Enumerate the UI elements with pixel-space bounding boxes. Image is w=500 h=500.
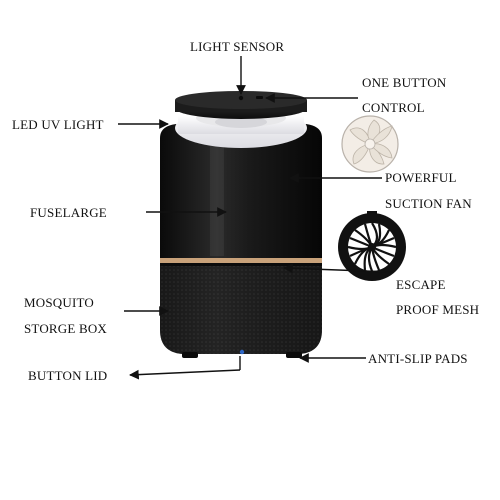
anti-slip-pad-right (286, 352, 302, 358)
label-button-lid: BUTTON LID (28, 368, 108, 383)
label-escape-line1: ESCAPE (396, 277, 446, 292)
suction-fan-icon (341, 115, 399, 173)
label-light-sensor: LIGHT SENSOR (190, 39, 285, 54)
accent-ring (160, 258, 322, 263)
lamp-body (160, 124, 322, 358)
callout-arrows (118, 56, 393, 380)
label-powerful-line1: POWERFUL (385, 170, 457, 185)
label-escape-line2: PROOF MESH (396, 302, 480, 317)
escape-mesh-icon (338, 211, 406, 281)
label-mosquito-line2: STORGE BOX (24, 321, 108, 336)
arrow-button-lid (129, 369, 241, 380)
light-sensor-dot (238, 95, 244, 101)
label-fuselarge: FUSELARGE (30, 205, 107, 220)
label-one-button-line1: ONE BUTTON (362, 75, 447, 90)
label-mosquito-line1: MOSQUITO (24, 295, 94, 310)
arrow-escape-mesh (283, 263, 393, 274)
lamp-cap (175, 91, 307, 119)
label-led-uv-light: LED UV LIGHT (12, 117, 104, 132)
label-one-button-line2: CONTROL (362, 100, 425, 115)
control-button (256, 96, 263, 99)
label-powerful-line2: SUCTION FAN (385, 196, 472, 211)
label-anti-slip: ANTI-SLIP PADS (368, 351, 468, 366)
button-lid-indicator (239, 349, 245, 355)
anti-slip-pad-left (182, 352, 198, 358)
